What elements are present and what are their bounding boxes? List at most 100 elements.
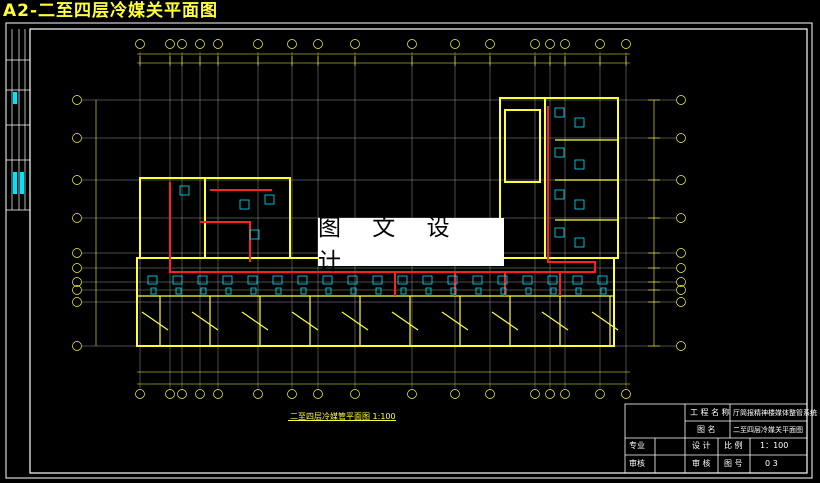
sheet-number-value: 0 3 [765, 459, 778, 468]
indoor-unit [500, 287, 507, 295]
indoor-unit [574, 159, 585, 170]
axis-bubble-top [253, 39, 263, 49]
indoor-unit [222, 275, 233, 285]
check-label: 审 核 [692, 459, 711, 468]
door-swing [291, 311, 319, 331]
axis-bubble-bottom [560, 389, 570, 399]
indoor-unit [200, 287, 207, 295]
axis-bubble-right [676, 175, 686, 185]
axis-bubble-top [350, 39, 360, 49]
axis-bubble-right [676, 248, 686, 258]
axis-bubble-left [72, 133, 82, 143]
dimension-lines [95, 53, 660, 347]
axis-bubble-top [407, 39, 417, 49]
axis-bubble-bottom [165, 389, 175, 399]
binding-strip [6, 29, 30, 211]
indoor-unit [147, 275, 158, 285]
indoor-unit [554, 189, 565, 200]
indoor-unit [575, 287, 582, 295]
binding-strip-stamps [13, 92, 24, 194]
indoor-unit [249, 229, 260, 240]
plan-caption-underline [288, 420, 396, 421]
axis-bubble-bottom [485, 389, 495, 399]
plan-caption: 二至四层冷媒管平面图 1:100 [290, 412, 396, 421]
indoor-unit [425, 287, 432, 295]
axis-bubble-bottom [135, 389, 145, 399]
axis-bubble-top [313, 39, 323, 49]
axis-bubble-bottom [621, 389, 631, 399]
door-swing [591, 311, 619, 331]
indoor-unit [375, 287, 382, 295]
indoor-units [147, 107, 608, 295]
indoor-unit [197, 275, 208, 285]
axis-bubble-top [621, 39, 631, 49]
axis-bubble-right [676, 95, 686, 105]
indoor-unit [572, 275, 583, 285]
indoor-unit [554, 147, 565, 158]
outer-frame [5, 22, 813, 479]
indoor-unit [550, 287, 557, 295]
axis-bubble-right [676, 213, 686, 223]
axis-bubble-left [72, 341, 82, 351]
door-swing [191, 311, 219, 331]
design-label: 设 计 [692, 441, 711, 450]
indoor-unit [322, 275, 333, 285]
room-walls [137, 139, 619, 346]
axis-bubble-top [560, 39, 570, 49]
title-block-grid [624, 403, 808, 474]
indoor-unit [264, 194, 275, 205]
bottom-dimension [137, 371, 630, 385]
indoor-unit [247, 275, 258, 285]
axis-bubble-right [676, 277, 686, 287]
door-swing [541, 311, 569, 331]
axis-bubble-right [676, 341, 686, 351]
indoor-unit [179, 185, 190, 196]
axis-bubble-left [72, 175, 82, 185]
axis-bubble-left [72, 285, 82, 295]
door-swing [391, 311, 419, 331]
indoor-unit [350, 287, 357, 295]
indoor-unit [600, 287, 607, 295]
axis-bubble-top [213, 39, 223, 49]
project-name-value: 厅简报精神楼媒体整管系统 [733, 409, 817, 417]
drawing-name-label: 图 名 [697, 425, 716, 434]
axis-bubble-left [72, 213, 82, 223]
indoor-unit [272, 275, 283, 285]
indoor-unit [250, 287, 257, 295]
indoor-unit [325, 287, 332, 295]
axis-bubble-top [165, 39, 175, 49]
axis-bubble-bottom [253, 389, 263, 399]
door-swing [341, 311, 369, 331]
axis-bubble-bottom [287, 389, 297, 399]
axis-bubble-top [135, 39, 145, 49]
indoor-unit [172, 275, 183, 285]
indoor-unit [422, 275, 433, 285]
axis-bubble-right [676, 133, 686, 143]
axis-bubble-bottom [545, 389, 555, 399]
axis-bubble-right [676, 297, 686, 307]
door-swing [441, 311, 469, 331]
indoor-unit [475, 287, 482, 295]
scale-value: 1：100 [760, 441, 789, 450]
scale-label: 比 例 [724, 441, 743, 450]
discipline-label: 专业 [629, 441, 645, 450]
door-swing [141, 311, 169, 331]
indoor-unit [450, 287, 457, 295]
indoor-unit [239, 199, 250, 210]
axis-bubble-top [530, 39, 540, 49]
review-label: 审核 [629, 459, 645, 468]
indoor-unit [275, 287, 282, 295]
drawing-name-value: 二至四层冷媒关平面图 [733, 426, 803, 434]
axis-bubble-top [195, 39, 205, 49]
indoor-unit [225, 287, 232, 295]
watermark-banner: 图 文 设 计 [318, 215, 504, 275]
axis-bubble-bottom [313, 389, 323, 399]
axis-bubble-top [595, 39, 605, 49]
axis-bubble-right [676, 285, 686, 295]
inner-frame [29, 28, 808, 474]
indoor-unit [300, 287, 307, 295]
indoor-unit [150, 287, 157, 295]
axis-bubble-bottom [350, 389, 360, 399]
sheet-number-label: 图 号 [724, 459, 743, 468]
